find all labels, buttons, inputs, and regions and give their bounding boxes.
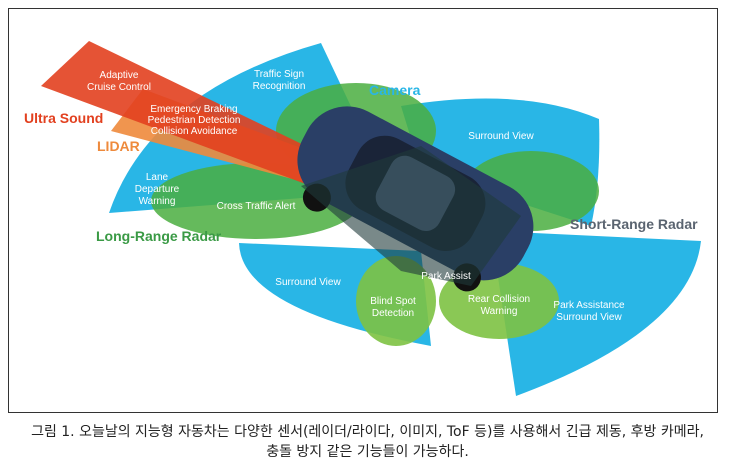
caption-line-2: 충돌 방지 같은 기능들이 가능하다. xyxy=(266,444,469,460)
blind-spot-zone xyxy=(356,256,436,346)
park-assist-zone xyxy=(301,146,521,286)
caption-line-1: 그림 1. 오늘날의 지능형 자동차는 다양한 센서(레이더/라이다, 이미지,… xyxy=(31,424,704,440)
surround-rear-label: Surround View xyxy=(275,277,341,288)
long-range-radar-title: Long-Range Radar xyxy=(96,228,222,244)
ultra-sound-beam xyxy=(41,41,341,186)
surround-front-label: Surround View xyxy=(468,131,534,142)
short-range-radar-zone-rear xyxy=(491,231,701,396)
camera-title: Camera xyxy=(369,82,421,98)
park-assist-label: Park Assist xyxy=(421,271,471,282)
figure-caption: 그림 1. 오늘날의 지능형 자동차는 다양한 센서(레이더/라이다, 이미지,… xyxy=(0,422,735,462)
lidar-title: LIDAR xyxy=(97,138,140,154)
ultra-sound-title: Ultra Sound xyxy=(24,110,103,126)
short-range-radar-title: Short-Range Radar xyxy=(570,216,698,232)
cross-traffic-label: Cross Traffic Alert xyxy=(217,201,296,212)
